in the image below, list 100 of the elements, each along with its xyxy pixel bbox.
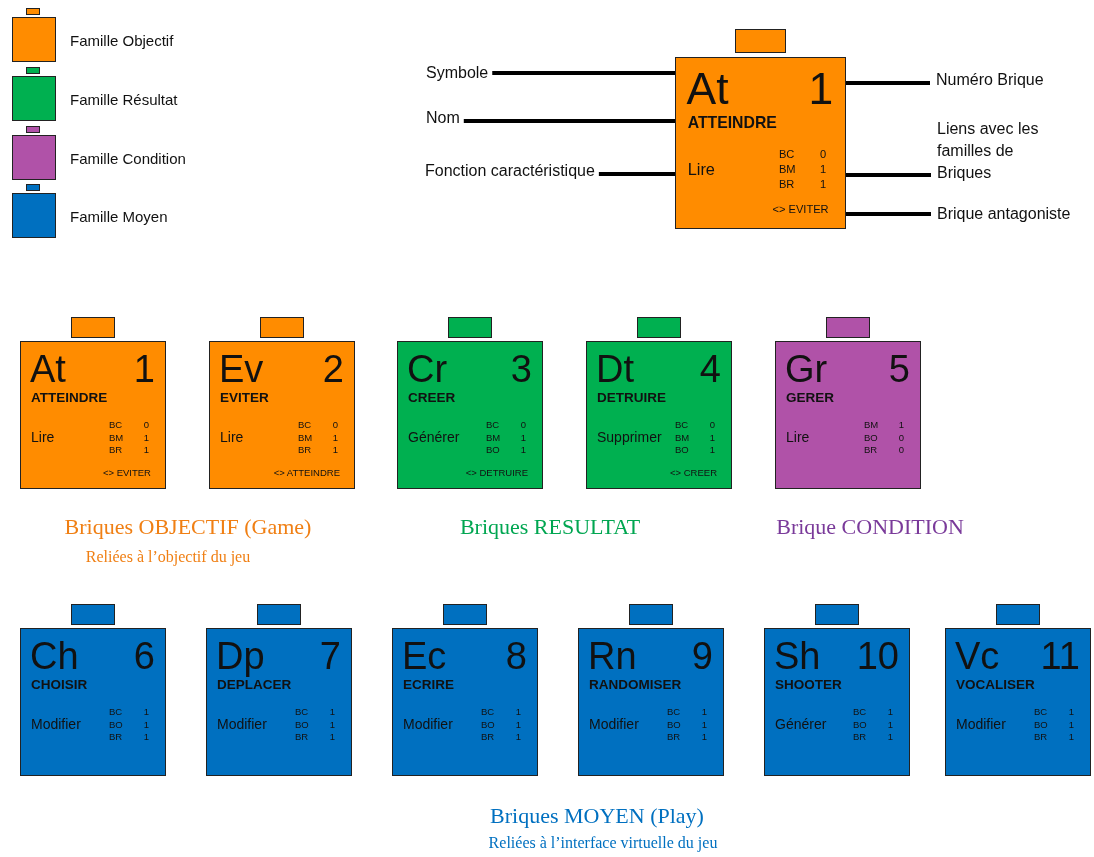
link-count: 1 [887,732,893,742]
link-code: BC [109,707,123,717]
legend-label: Famille Moyen [70,208,168,225]
section-heading: Briques RESULTAT [459,515,641,540]
brick-name: DETRUIRE [597,391,666,405]
brick-number: 9 [691,637,713,675]
link-code: BC [298,420,312,430]
legend-label: Famille Résultat [70,91,178,108]
link-code: BO [853,719,867,729]
link-code: BO [295,719,309,729]
section-heading: Briques OBJECTIF (Game) [64,515,312,540]
brick-symbol: At [30,350,66,388]
callout-text: Symbole [426,62,506,84]
link-count: 1 [1068,719,1074,729]
function-text: Lire [220,430,244,444]
brick-symbol: Gr [785,350,828,388]
link-count: 1 [515,719,521,729]
link-code: BC [481,707,495,717]
link-code: BR [853,732,867,742]
antagonist-text: <> EVITER [102,467,151,477]
brick-name: CHOISIR [31,678,88,692]
function-text: Lire [687,160,715,178]
link-count: 1 [332,445,338,455]
brick-name: RANDOMISER [589,678,682,692]
link-count: 1 [701,732,707,742]
link-code: BO [1034,719,1048,729]
brick-card [206,628,352,776]
link-count: 0 [520,420,526,430]
function-text: Générer [408,430,460,444]
link-count: 1 [143,445,149,455]
link-code: BM [864,420,879,430]
link-count: 1 [1068,707,1074,717]
link-code: BO [109,719,123,729]
link-count: 1 [332,432,338,442]
link-code: BO [864,432,878,442]
brick-symbol: Ec [402,637,447,675]
brick-symbol: Ch [30,637,79,675]
brick-name: DEPLACER [217,678,292,692]
brick-symbol: Dt [596,350,634,388]
link-count: 1 [701,707,707,717]
brick-symbol: Vc [955,637,1000,675]
link-count: 1 [1068,732,1074,742]
link-count: 1 [887,707,893,717]
link-code: BR [778,178,795,190]
section-subtitle: Reliées à l’objectif du jeu [85,548,251,566]
link-count: 0 [898,432,904,442]
antagonist-text: <> CREER [670,467,717,477]
function-text: Modifier [217,717,267,731]
callout-text: Numéro Brique [936,69,1066,91]
link-count: 1 [709,445,715,455]
section-heading: Brique CONDITION [776,515,964,540]
link-code: BO [486,445,500,455]
link-code: BC [675,420,689,430]
brick-symbol: Dp [216,637,265,675]
antagonist-text: <> ATTEINDRE [273,467,340,477]
brick-name: ATTEINDRE [31,391,108,405]
function-text: Modifier [589,717,639,731]
link-count: 1 [329,719,335,729]
brick-symbol: Cr [407,350,448,388]
function-text: Générer [775,717,827,731]
link-code: BC [1034,707,1048,717]
link-code: BC [295,707,309,717]
link-code: BC [667,707,681,717]
callout-text: Nom [426,107,471,129]
callout-text: Liens avec les familles de Briques [937,118,1047,184]
brick-card [586,341,732,489]
brick-number: 6 [133,637,155,675]
link-code: BR [864,445,878,455]
function-text: Modifier [403,717,453,731]
brick-number: 11 [1040,637,1080,675]
link-count: 1 [143,707,149,717]
link-count: 1 [709,432,715,442]
brick-number: 8 [505,637,527,675]
leader-line [846,173,931,177]
link-count: 1 [143,432,149,442]
brick-card [578,628,724,776]
brick-card [945,628,1091,776]
brick-number: 2 [322,350,344,388]
antagonist-text: <> DETRUIRE [465,467,528,477]
link-code: BR [667,732,681,742]
link-count: 1 [898,420,904,430]
link-code: BR [109,445,123,455]
brick-card [775,341,921,489]
brick-number: 3 [510,350,532,388]
brick-card [20,628,166,776]
link-code: BC [109,420,123,430]
link-code: BM [109,432,124,442]
brick-number: 10 [856,637,899,675]
link-count: 1 [143,719,149,729]
brick-name: VOCALISER [956,678,1035,692]
link-count: 1 [520,432,526,442]
brick-number: 4 [699,350,721,388]
brick-symbol: Ev [219,350,264,388]
legend-label: Famille Objectif [70,32,174,49]
brick-card [397,341,543,489]
link-code: BM [675,432,690,442]
section-subtitle: Reliées à l’interface virtuelle du jeu [488,834,718,852]
callout-text: Fonction caractéristique [425,160,625,182]
brick-name: EVITER [220,391,269,405]
link-code: BO [675,445,689,455]
